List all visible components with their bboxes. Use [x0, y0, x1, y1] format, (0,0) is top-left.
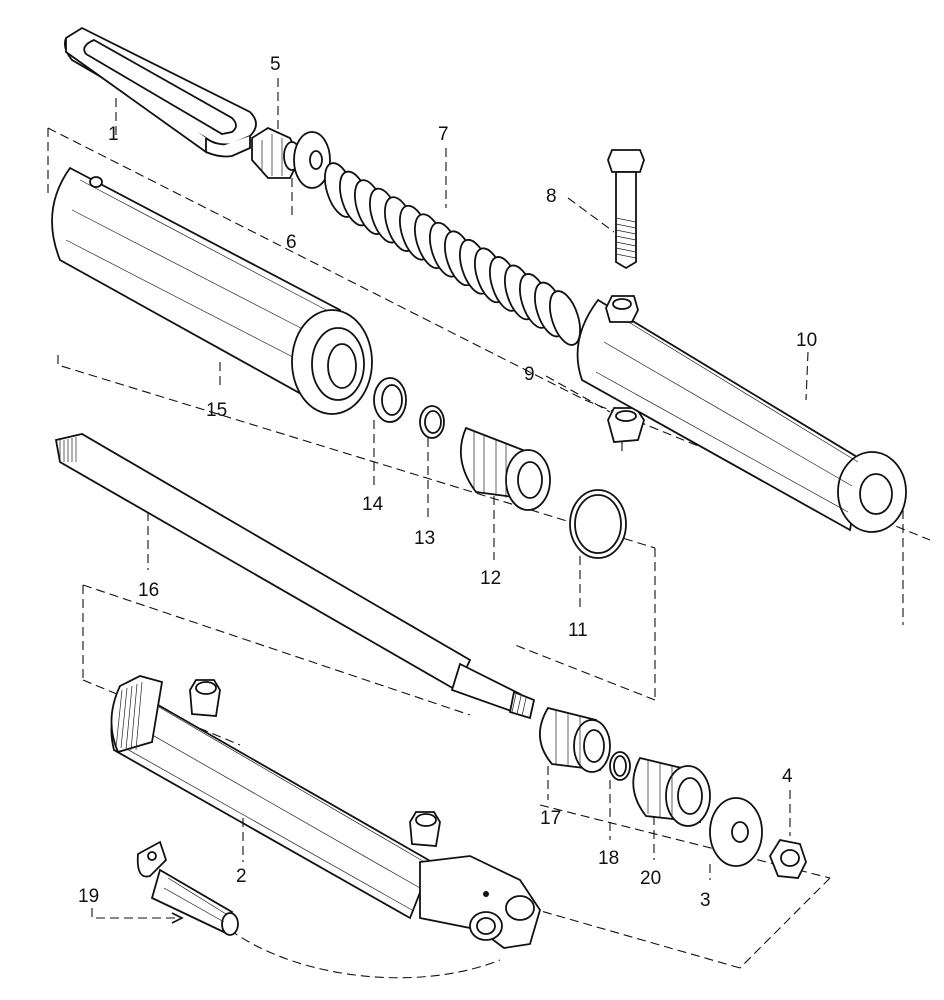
- callout-4: 4: [782, 766, 793, 787]
- callout-8: 8: [546, 186, 557, 207]
- part-pin: [136, 840, 239, 936]
- part-sleeve: [632, 756, 711, 827]
- callout-14: 14: [362, 494, 384, 515]
- callout-20: 20: [640, 868, 661, 889]
- part-circlip: [569, 489, 627, 559]
- part-o-ring: [609, 751, 631, 781]
- part-washer-6: [293, 131, 331, 189]
- part-spring: [324, 162, 581, 346]
- part-washer-3: [709, 797, 763, 867]
- part-slotted-link: [63, 26, 257, 158]
- part-inner-tube: [576, 295, 907, 533]
- callout-6: 6: [286, 232, 297, 253]
- part-piston: [539, 706, 611, 773]
- part-bushing-12: [459, 426, 551, 511]
- callout-2: 2: [236, 866, 247, 887]
- callout-labels: 1 2 3 4 5 6 7 8 9 10 11 12 13 14 15 16 1…: [78, 54, 817, 911]
- callout-16: 16: [138, 580, 159, 601]
- callout-18: 18: [598, 848, 619, 869]
- part-outer-tube: [51, 166, 373, 415]
- callout-13: 13: [414, 528, 435, 549]
- part-ring-13: [419, 405, 445, 439]
- leader-lines: [91, 78, 809, 924]
- callout-1: 1: [108, 124, 119, 145]
- callout-17: 17: [540, 808, 561, 829]
- callout-10: 10: [796, 330, 817, 351]
- part-cylinder-body: [110, 675, 541, 949]
- callout-12: 12: [480, 568, 501, 589]
- part-fitting: [251, 126, 302, 179]
- part-ring-14: [373, 377, 407, 423]
- callout-11: 11: [568, 620, 588, 641]
- callout-9: 9: [524, 364, 535, 385]
- spring-coil: [549, 290, 581, 346]
- callout-3: 3: [700, 890, 711, 911]
- part-piston-rod: [54, 433, 536, 720]
- callout-19: 19: [78, 886, 99, 907]
- callout-5: 5: [270, 54, 281, 75]
- callout-7: 7: [438, 124, 449, 145]
- part-nut-9: [607, 407, 645, 443]
- part-nut-4: [768, 838, 807, 879]
- callout-15: 15: [206, 400, 227, 421]
- part-bolt: [607, 149, 645, 270]
